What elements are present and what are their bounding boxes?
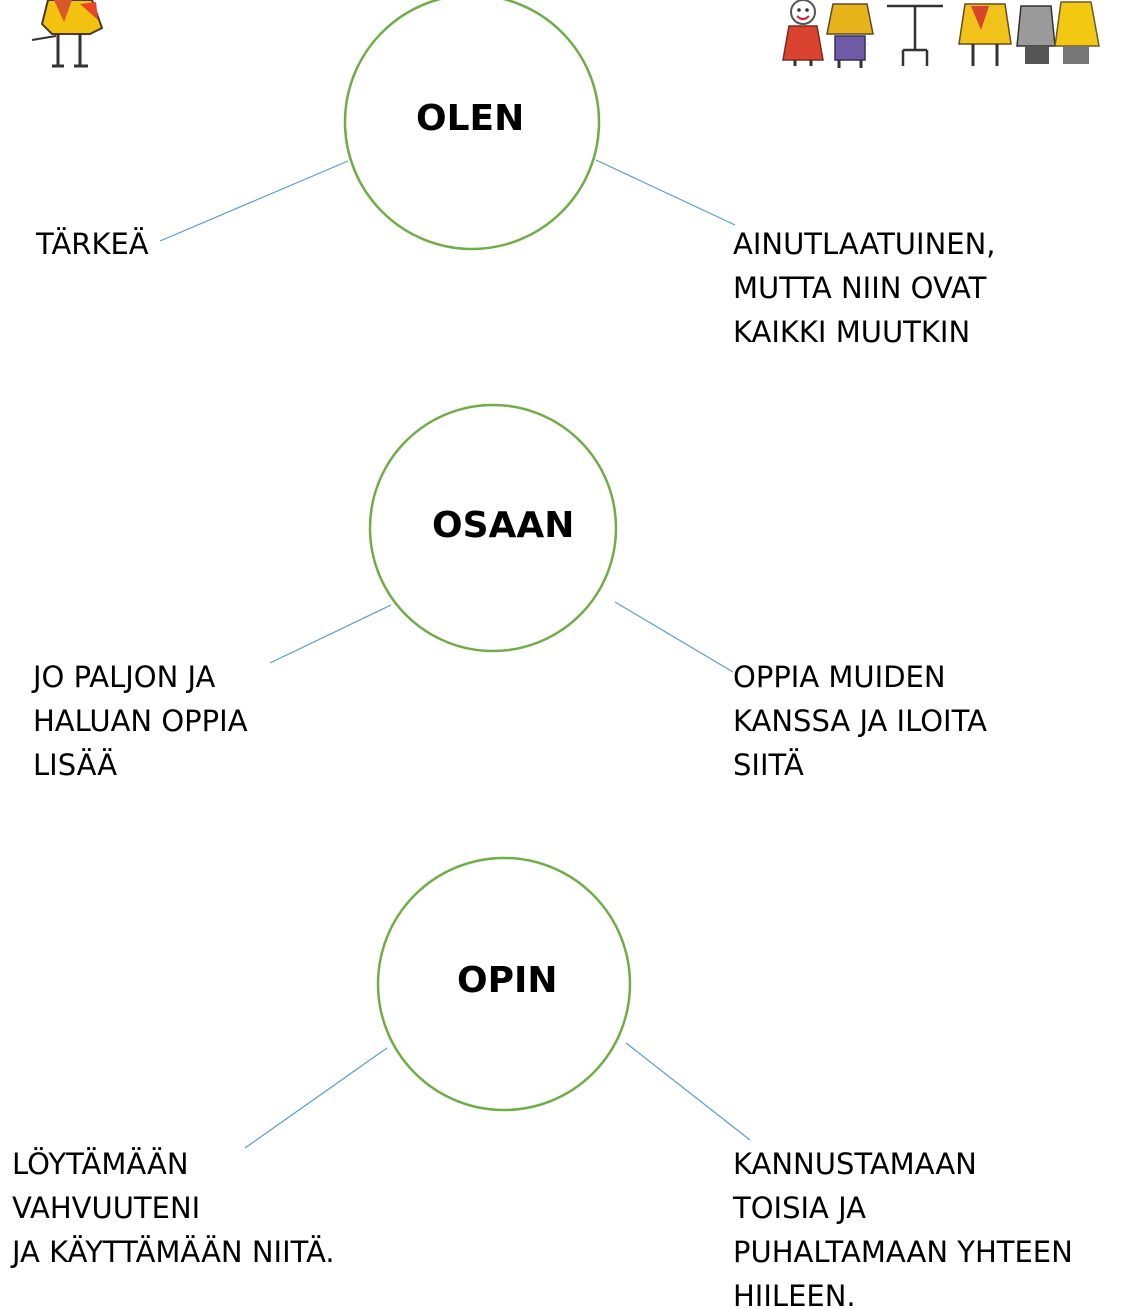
branch-line: HALUAN OPPIA <box>33 704 248 738</box>
branch-line: LÖYTÄMÄÄN <box>12 1147 189 1181</box>
branch-olen-right: AINUTLAATUINEN, MUTTA NIIN OVAT KAIKKI M… <box>733 222 996 354</box>
branch-line: KANSSA JA ILOITA <box>733 704 987 738</box>
branch-line: OPPIA MUIDEN <box>733 660 946 694</box>
connector-olen-left <box>159 160 349 242</box>
circle-olen <box>343 0 601 251</box>
connector-olen-right <box>595 159 736 226</box>
connector-osaan-right <box>614 601 734 673</box>
branch-line: JO PALJON JA <box>33 660 216 694</box>
node-title-olen: OLEN <box>416 98 525 139</box>
circle-opin <box>376 856 632 1112</box>
connector-osaan-left <box>269 604 392 664</box>
connector-opin-right <box>625 1042 751 1141</box>
branch-line: JA KÄYTTÄMÄÄN NIITÄ. <box>12 1235 335 1269</box>
node-title-osaan: OSAAN <box>432 505 575 546</box>
branch-olen-left: TÄRKEÄ <box>36 222 149 266</box>
child-drawing-left <box>31 0 104 68</box>
connector-opin-left <box>244 1047 388 1149</box>
branch-line: LISÄÄ <box>33 748 118 782</box>
branch-osaan-left: JO PALJON JA HALUAN OPPIA LISÄÄ <box>33 655 248 787</box>
circle-osaan <box>368 403 618 653</box>
branch-line: HIILEEN. <box>733 1279 856 1309</box>
branch-opin-right: KANNUSTAMAAN TOISIA JA PUHALTAMAAN YHTEE… <box>733 1142 1073 1309</box>
branch-line: PUHALTAMAAN YHTEEN <box>733 1235 1073 1269</box>
branch-osaan-right: OPPIA MUIDEN KANSSA JA ILOITA SIITÄ <box>733 655 987 787</box>
branch-line: KANNUSTAMAAN <box>733 1147 977 1181</box>
branch-line: MUTTA NIIN OVAT <box>733 271 987 305</box>
branch-line: AINUTLAATUINEN, <box>733 227 996 261</box>
branch-line: TOISIA JA <box>733 1191 866 1225</box>
branch-line: TÄRKEÄ <box>36 227 149 261</box>
child-drawing-right <box>782 0 1100 68</box>
branch-opin-left: LÖYTÄMÄÄN VAHVUUTENI JA KÄYTTÄMÄÄN NIITÄ… <box>12 1142 335 1274</box>
node-title-opin: OPIN <box>457 960 558 1001</box>
branch-line: SIITÄ <box>733 748 804 782</box>
branch-line: KAIKKI MUUTKIN <box>733 315 971 349</box>
branch-line: VAHVUUTENI <box>12 1191 201 1225</box>
